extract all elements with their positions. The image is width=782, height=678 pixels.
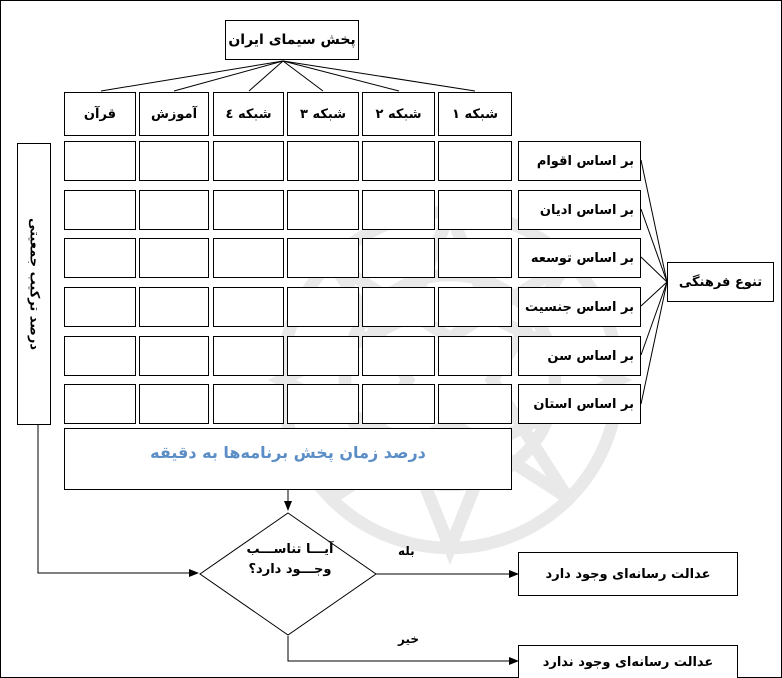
grid-cell <box>362 190 435 230</box>
grid-cell <box>438 141 512 181</box>
cultural-diversity-box: تنوع فرهنگی <box>667 262 774 302</box>
grid-cell <box>64 336 136 376</box>
grid-cell <box>213 238 284 278</box>
criterion-gender: بر اساس جنسیت <box>518 287 641 327</box>
grid-cell <box>213 384 284 424</box>
grid-cell <box>287 238 359 278</box>
grid-cell <box>362 238 435 278</box>
yes-label: بله <box>398 544 415 558</box>
grid-cell <box>64 287 136 327</box>
grid-cell <box>287 141 359 181</box>
criterion-development: بر اساس توسعه <box>518 238 641 278</box>
grid-cell <box>438 336 512 376</box>
grid-cell <box>64 141 136 181</box>
grid-cell <box>139 238 209 278</box>
header-title: پخش سیمای ایران <box>225 20 359 60</box>
decision-line-1: آیـــا تناســـب <box>246 542 334 557</box>
grid-cell <box>438 287 512 327</box>
grid-cell <box>287 384 359 424</box>
grid-cell <box>362 336 435 376</box>
grid-cell <box>213 336 284 376</box>
grid-cell <box>64 238 136 278</box>
criterion-ethnicity: بر اساس اقوام <box>518 141 641 181</box>
grid-cell <box>287 287 359 327</box>
decision-question: آیـــا تناســـب وجـــود دارد؟ <box>212 540 368 580</box>
grid-cell <box>139 190 209 230</box>
grid-cell <box>362 384 435 424</box>
grid-cell <box>362 287 435 327</box>
outcome-justice-absent: عدالت رسانه‌ای وجود ندارد <box>518 645 738 678</box>
grid-cell <box>287 336 359 376</box>
grid-cell <box>213 190 284 230</box>
criterion-age: بر اساس سن <box>518 336 641 376</box>
no-label: خیر <box>398 632 420 646</box>
population-composition-box: درصد ترکیب جمعیتی <box>17 143 51 425</box>
criterion-province: بر اساس استان <box>518 384 641 424</box>
channel-education: آموزش <box>139 92 209 136</box>
grid-cell <box>438 384 512 424</box>
grid-cell <box>64 190 136 230</box>
grid-cell <box>139 141 209 181</box>
grid-cell <box>139 287 209 327</box>
broadcast-time-label: درصد زمان پخش برنامه‌ها به دقیقه <box>150 443 426 462</box>
broadcast-time-box: درصد زمان پخش برنامه‌ها به دقیقه <box>64 428 512 490</box>
grid-cell <box>139 384 209 424</box>
grid-cell <box>213 141 284 181</box>
outcome-justice-exists: عدالت رسانه‌ای وجود دارد <box>518 552 738 596</box>
grid-cell <box>64 384 136 424</box>
grid-cell <box>438 190 512 230</box>
grid-cell <box>438 238 512 278</box>
channel-4: شبکه ٤ <box>213 92 284 136</box>
decision-line-2: وجـــود دارد؟ <box>248 562 332 577</box>
grid-cell <box>362 141 435 181</box>
criterion-religion: بر اساس ادیان <box>518 190 641 230</box>
grid-cell <box>139 336 209 376</box>
channel-2: شبکه ۲ <box>362 92 435 136</box>
grid-cell <box>213 287 284 327</box>
channel-1: شبکه ۱ <box>438 92 512 136</box>
population-composition-label: درصد ترکیب جمعیتی <box>26 217 42 351</box>
grid-cell <box>287 190 359 230</box>
channel-quran: قرآن <box>64 92 136 136</box>
channel-3: شبکه ۳ <box>287 92 359 136</box>
